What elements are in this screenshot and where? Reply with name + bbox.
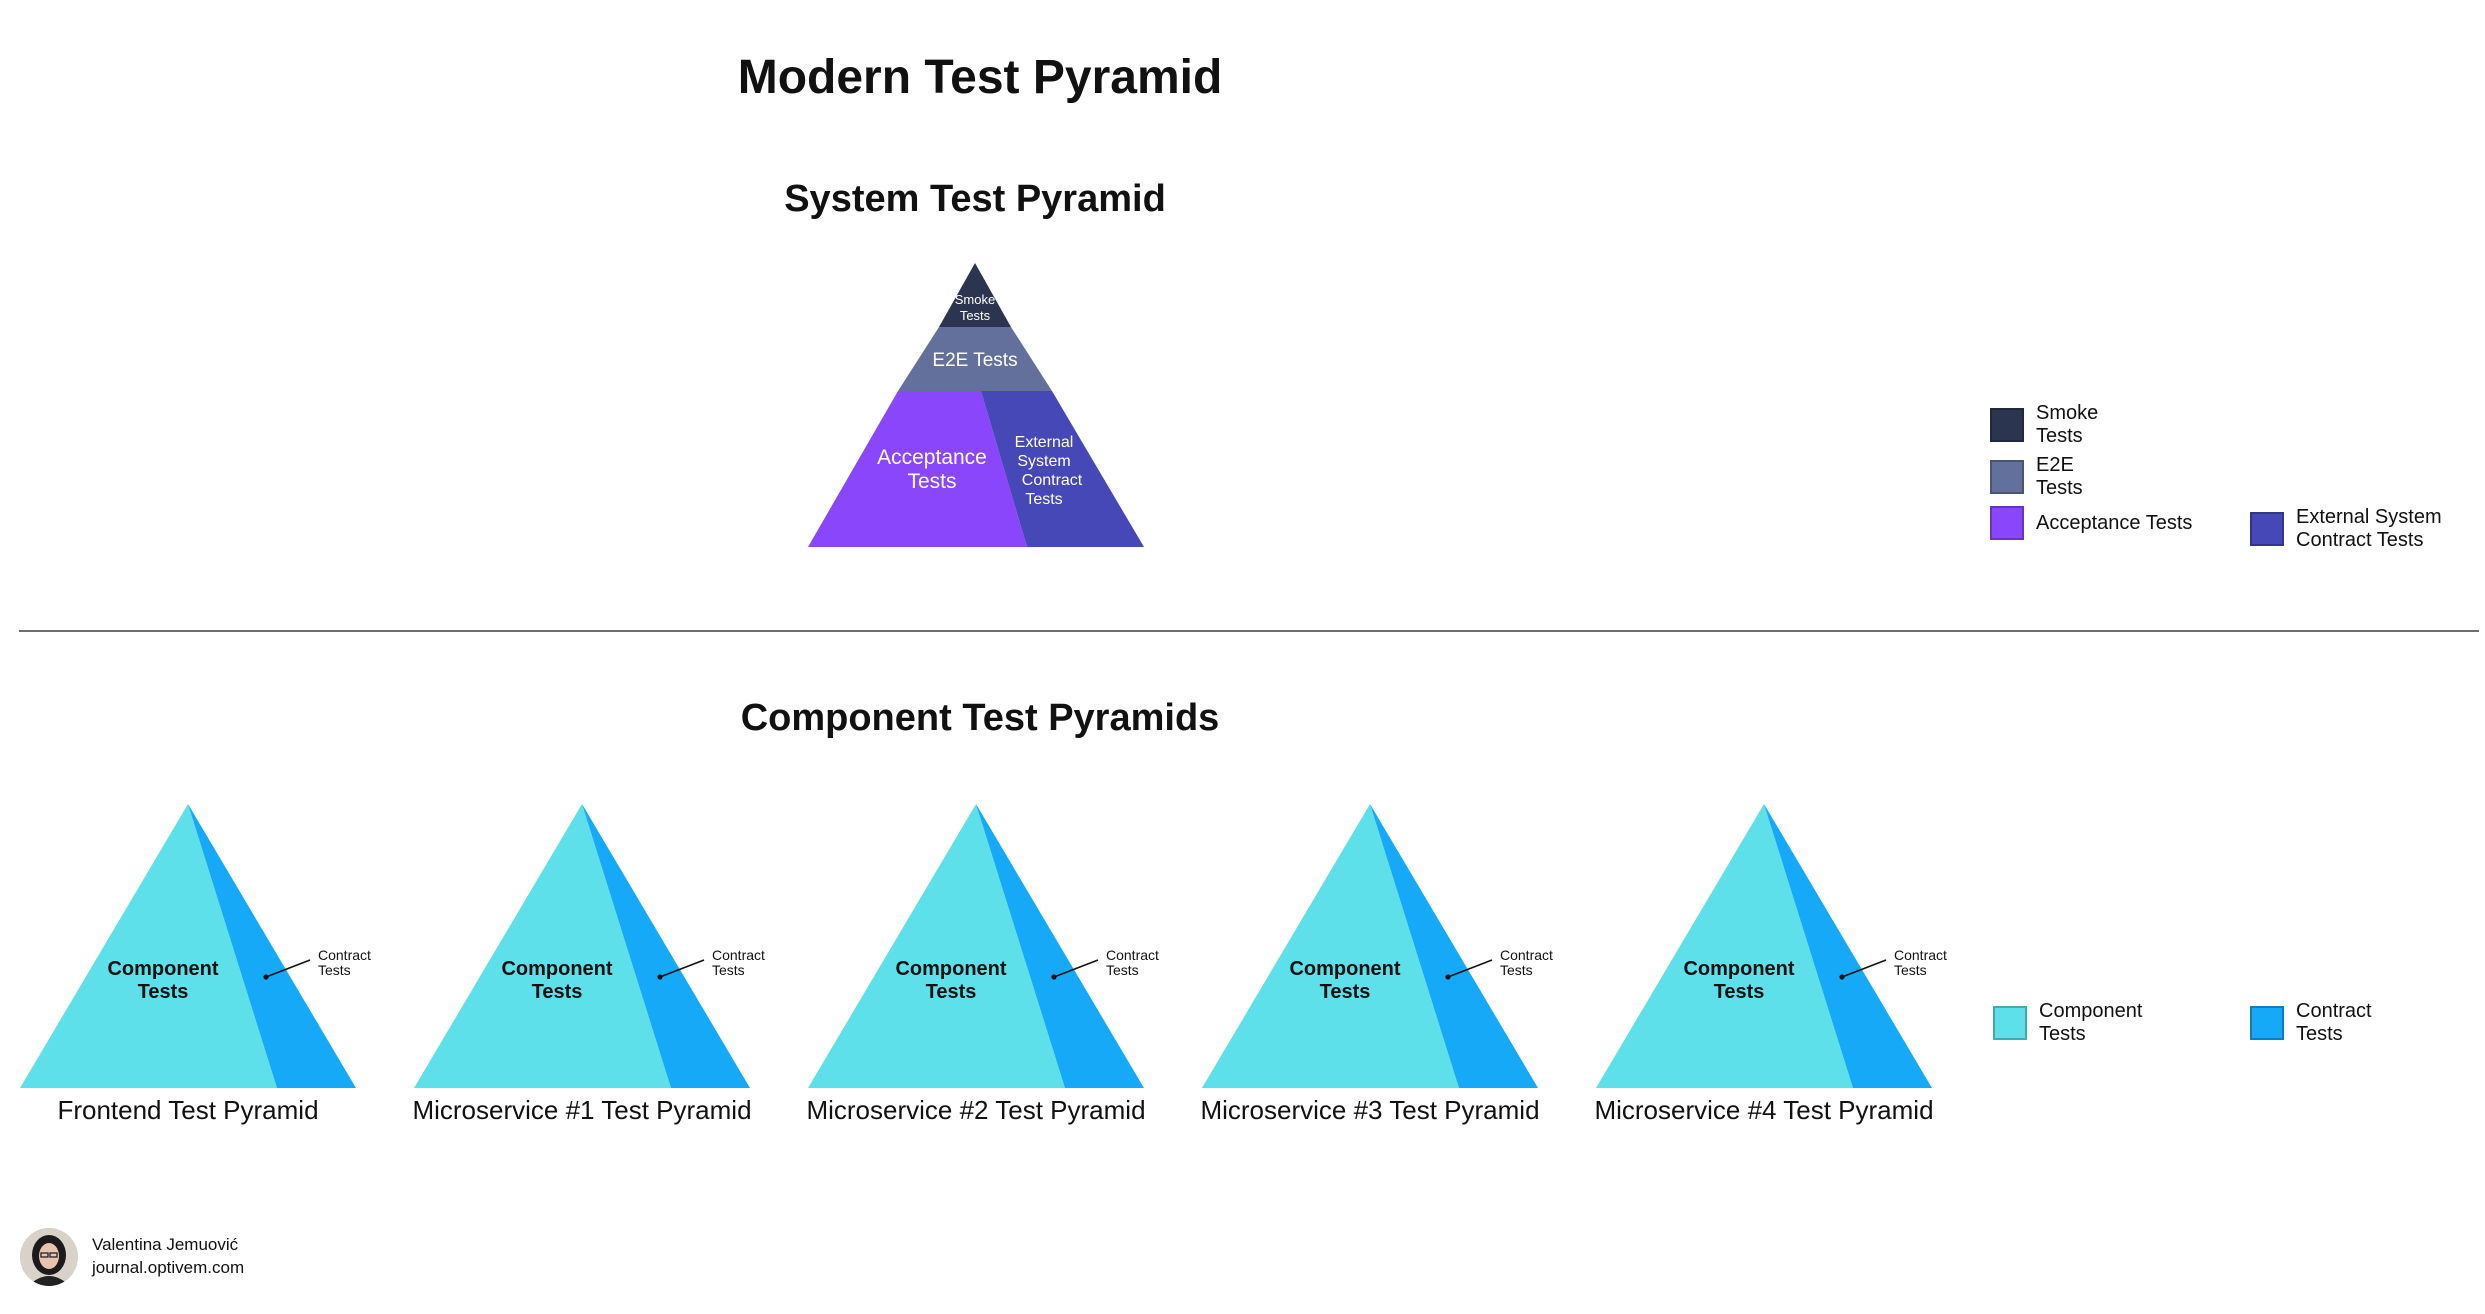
system-test-pyramid: Smoke Tests E2E Tests Acceptance Tests E… (808, 263, 1144, 547)
contract-label-line1: Contract (1106, 947, 1159, 963)
contract-label-line1: Contract (1500, 947, 1553, 963)
contract-callout-line (1447, 959, 1493, 978)
smoke-label-line1: Smoke (955, 292, 995, 307)
contract-label-line2: Tests (1500, 962, 1533, 978)
component-swatch (1993, 1006, 2027, 1040)
e2e-swatch (1990, 460, 2024, 494)
external-label-line3: Contract (1022, 472, 1083, 489)
acceptance-swatch (1990, 506, 2024, 540)
external-system-contract-tests-layer (981, 391, 1144, 547)
legend-item-e2e: E2E Tests (1990, 454, 2083, 500)
external-label-line1: External (1015, 434, 1074, 451)
contract-callout-line (1841, 959, 1887, 978)
person-icon (20, 1228, 78, 1286)
author-avatar (20, 1228, 78, 1286)
e2e-label: E2E Tests (932, 350, 1017, 371)
legend-item-acceptance: Acceptance Tests (1990, 506, 2192, 540)
contract-label-line2: Tests (318, 962, 351, 978)
contract-label-line1: Contract (318, 947, 371, 963)
legend-label: E2E Tests (2036, 454, 2083, 499)
contract-tests-layer (582, 804, 750, 1088)
external-label-line2: System (1017, 453, 1070, 470)
pyramid-caption: Microservice #2 Test Pyramid (806, 1095, 1146, 1125)
contract-callout-line (1053, 959, 1099, 978)
contract-tests-layer (1764, 804, 1932, 1088)
contract-label-line1: Contract (712, 947, 765, 963)
component-pyramids-title: Component Test Pyramids (740, 697, 1220, 739)
legend-label: External System Contract Tests (2296, 506, 2442, 551)
contract-swatch (2250, 1006, 2284, 1040)
contract-tests-layer (976, 804, 1144, 1088)
pyramid-caption: Frontend Test Pyramid (57, 1095, 319, 1125)
acceptance-label-line2: Tests (907, 470, 956, 493)
author-site[interactable]: journal.optivem.com (92, 1258, 245, 1277)
smoke-label-line2: Tests (960, 308, 991, 323)
contract-callout-dot (657, 974, 663, 980)
legend-item-contract: Contract Tests (2250, 1000, 2372, 1046)
component-label-line1: Component (107, 958, 218, 980)
section-divider (19, 630, 2479, 632)
legend-label: Component Tests (2039, 1000, 2143, 1045)
component-label-line1: Component (895, 958, 1006, 980)
component-label-line1: Component (501, 958, 612, 980)
contract-label-line2: Tests (1894, 962, 1927, 978)
system-pyramid-title: System Test Pyramid (784, 178, 1166, 220)
contract-tests-layer (188, 804, 356, 1088)
legend-item-smoke: Smoke Tests (1990, 402, 2098, 448)
pyramid-caption: Microservice #1 Test Pyramid (412, 1095, 752, 1125)
legend-label: Smoke Tests (2036, 402, 2099, 447)
component-label-line1: Component (1683, 958, 1794, 980)
component-label-line2: Tests (1320, 981, 1371, 1003)
legend-item-external: External System Contract Tests (2250, 506, 2480, 552)
smoke-tests-layer (939, 263, 1011, 327)
component-tests-layer (20, 804, 277, 1088)
legend-label: Acceptance Tests (2036, 511, 2193, 534)
component-label-line1: Component (1289, 958, 1400, 980)
contract-callout-dot (263, 974, 269, 980)
acceptance-tests-layer (808, 391, 1027, 547)
acceptance-label-line1: Acceptance (877, 446, 987, 469)
component-tests-layer (1596, 804, 1853, 1088)
component-label-line2: Tests (1714, 981, 1765, 1003)
pyramid-caption: Microservice #4 Test Pyramid (1594, 1095, 1934, 1125)
contract-callout-dot (1051, 974, 1057, 980)
page-title: Modern Test Pyramid (737, 51, 1223, 104)
external-label-line4: Tests (1025, 491, 1062, 508)
pyramid-caption: Microservice #3 Test Pyramid (1200, 1095, 1540, 1125)
contract-tests-layer (1370, 804, 1538, 1088)
contract-callout-line (265, 959, 311, 978)
component-label-line2: Tests (926, 981, 977, 1003)
contract-callout-dot (1839, 974, 1845, 980)
component-tests-layer (414, 804, 671, 1088)
contract-label-line1: Contract (1894, 947, 1947, 963)
contract-callout-dot (1445, 974, 1451, 980)
contract-label-line2: Tests (1106, 962, 1139, 978)
contract-callout-line (659, 959, 705, 978)
legend-item-component: Component Tests (1993, 1000, 2142, 1046)
author-info: Valentina Jemuović journal.optivem.com (92, 1233, 244, 1279)
smoke-swatch (1990, 408, 2024, 442)
external-swatch (2250, 512, 2284, 546)
legend-label: Contract Tests (2296, 1000, 2372, 1045)
component-tests-layer (808, 804, 1065, 1088)
e2e-tests-layer (898, 327, 1052, 391)
component-label-line2: Tests (532, 981, 583, 1003)
author-name: Valentina Jemuović (92, 1235, 239, 1254)
contract-label-line2: Tests (712, 962, 745, 978)
component-label-line2: Tests (138, 981, 189, 1003)
component-tests-layer (1202, 804, 1459, 1088)
